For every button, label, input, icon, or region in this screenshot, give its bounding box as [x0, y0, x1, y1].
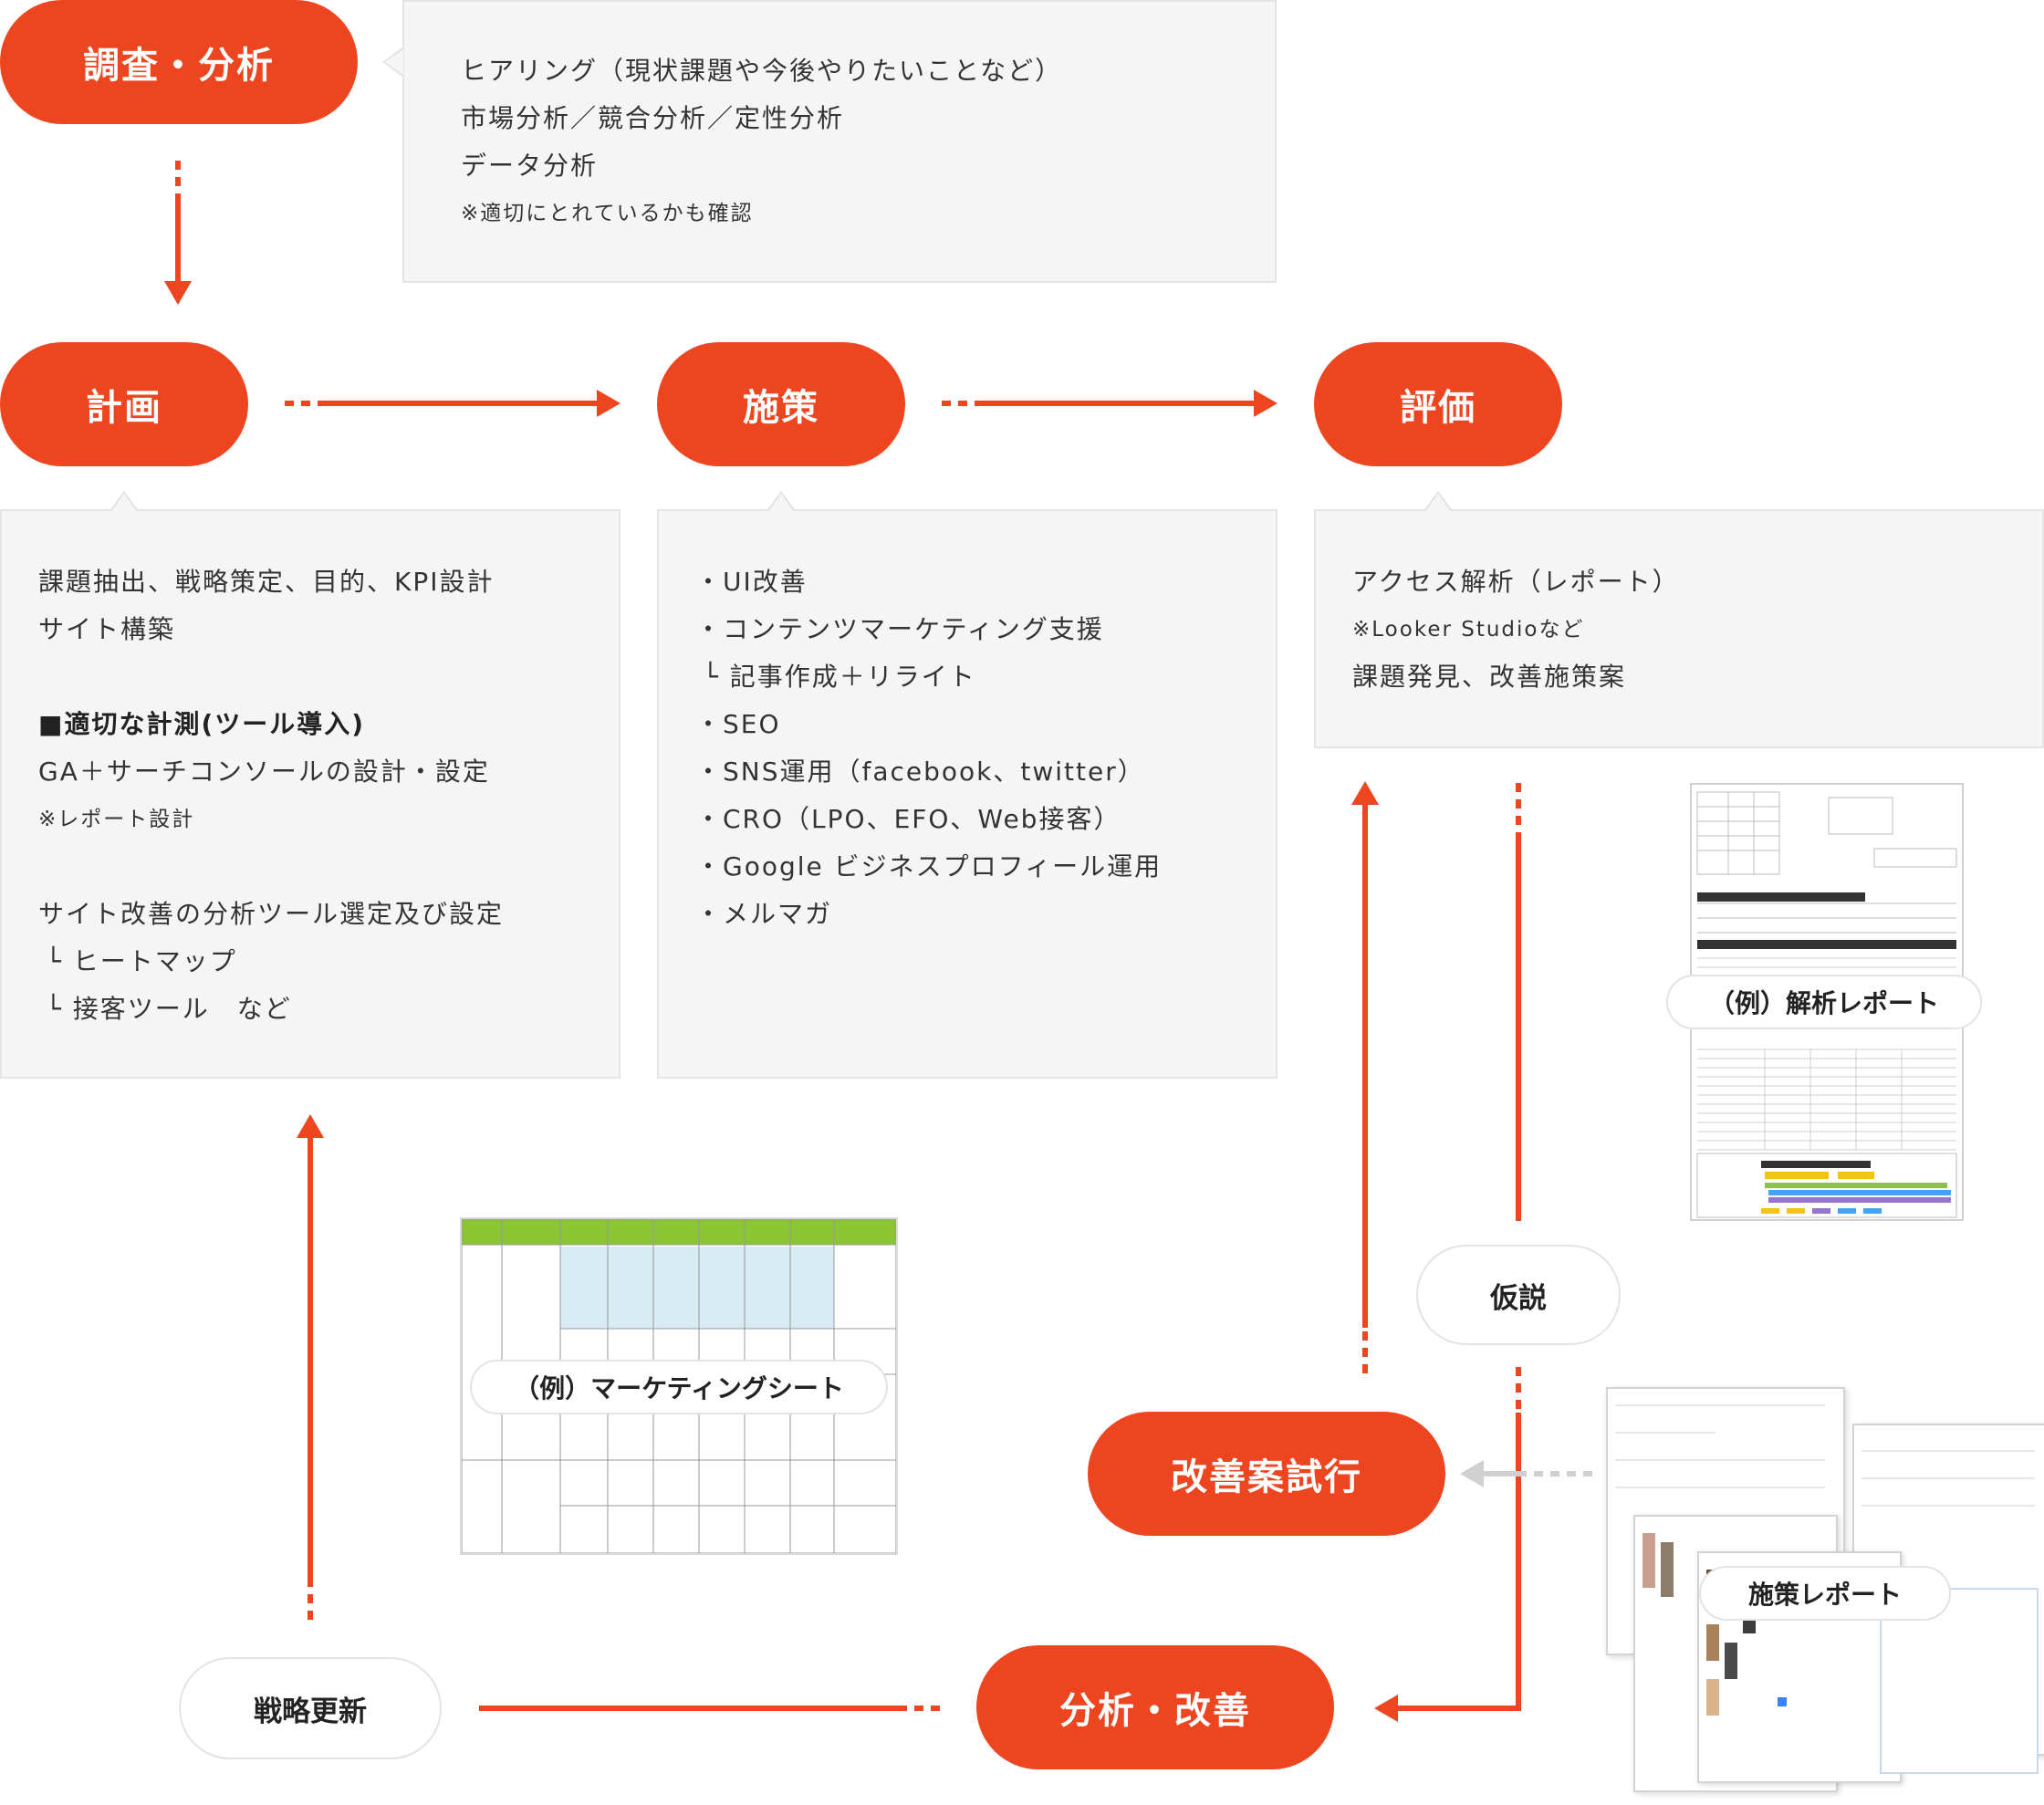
plan-note: ※レポート設計: [38, 808, 195, 831]
research-line-2: 市場分析／競合分析／定性分析: [461, 103, 845, 133]
node-plan: 計画: [0, 342, 248, 466]
measure-item: ・コンテンツマーケティング支援: [695, 614, 1104, 644]
research-line-1: ヒアリング（現状課題や今後やりたいことなど）: [461, 56, 1063, 86]
research-line-3: データ分析: [461, 151, 599, 181]
analysis-report-sheet: [1696, 791, 1957, 1218]
measure-item: ・SNS運用（facebook、twitter）: [695, 756, 1145, 787]
evaluation-detail-box: アクセス解析（レポート） ※Looker Studioなど 課題発見、改善施策案: [1314, 509, 2044, 748]
node-trial: 改善案試行: [1088, 1412, 1445, 1536]
plan-sub-2: └ 接客ツール など: [46, 994, 292, 1024]
plan-line-2: サイト構築: [38, 614, 176, 644]
measures-box-pointer: [766, 491, 796, 512]
measure-item: ・Google ビジネスプロフィール運用: [695, 851, 1163, 882]
analysis-report-label: （例）解析レポート: [1666, 975, 1982, 1029]
measures-detail-box: ・UI改善 ・コンテンツマーケティング支援 └ 記事作成＋リライト ・SEO ・…: [657, 509, 1278, 1079]
marketing-sheet-label: （例）マーケティングシート: [470, 1360, 888, 1414]
evaluation-line-1: アクセス解析（レポート）: [1352, 567, 1680, 597]
evaluation-line-2: 課題発見、改善施策案: [1352, 662, 1627, 692]
measure-item: ・メルマガ: [695, 899, 833, 929]
measure-report-label: 施策レポート: [1699, 1566, 1951, 1621]
plan-line-4: サイト改善の分析ツール選定及び設定: [38, 899, 505, 929]
measure-item: ・UI改善: [695, 567, 808, 597]
node-analysis-improve: 分析・改善: [976, 1645, 1334, 1769]
node-strategy-update: 戦略更新: [179, 1657, 442, 1759]
measure-item: ・SEO: [695, 709, 781, 739]
measure-item: └ 記事作成＋リライト: [703, 662, 976, 692]
node-evaluation: 評価: [1314, 342, 1562, 466]
plan-sub-1: └ ヒートマップ: [46, 946, 237, 976]
marketing-sheet-grid: [462, 1219, 896, 1553]
evaluation-box-pointer: [1424, 491, 1453, 512]
plan-line-3: GA＋サーチコンソールの設計・設定: [38, 756, 490, 787]
plan-heading: ■適切な計測(ツール導入): [38, 709, 366, 739]
plan-box-pointer: [110, 491, 139, 512]
research-note: ※適切にとれているかも確認: [461, 202, 754, 225]
plan-line-1: 課題抽出、戦略策定、目的、KPI設計: [38, 567, 495, 597]
node-research: 調査・分析: [0, 0, 358, 124]
research-box-pointer: [382, 47, 403, 77]
research-detail-box: ヒアリング（現状課題や今後やりたいことなど） 市場分析／競合分析／定性分析 デー…: [402, 0, 1277, 283]
node-measures: 施策: [657, 342, 905, 466]
node-hypothesis: 仮説: [1416, 1245, 1621, 1345]
evaluation-note: ※Looker Studioなど: [1352, 618, 1585, 642]
plan-detail-box: 課題抽出、戦略策定、目的、KPI設計 サイト構築 ■適切な計測(ツール導入) G…: [0, 509, 620, 1079]
measure-item: ・CRO（LPO、EFO、Web接客）: [695, 804, 1121, 834]
